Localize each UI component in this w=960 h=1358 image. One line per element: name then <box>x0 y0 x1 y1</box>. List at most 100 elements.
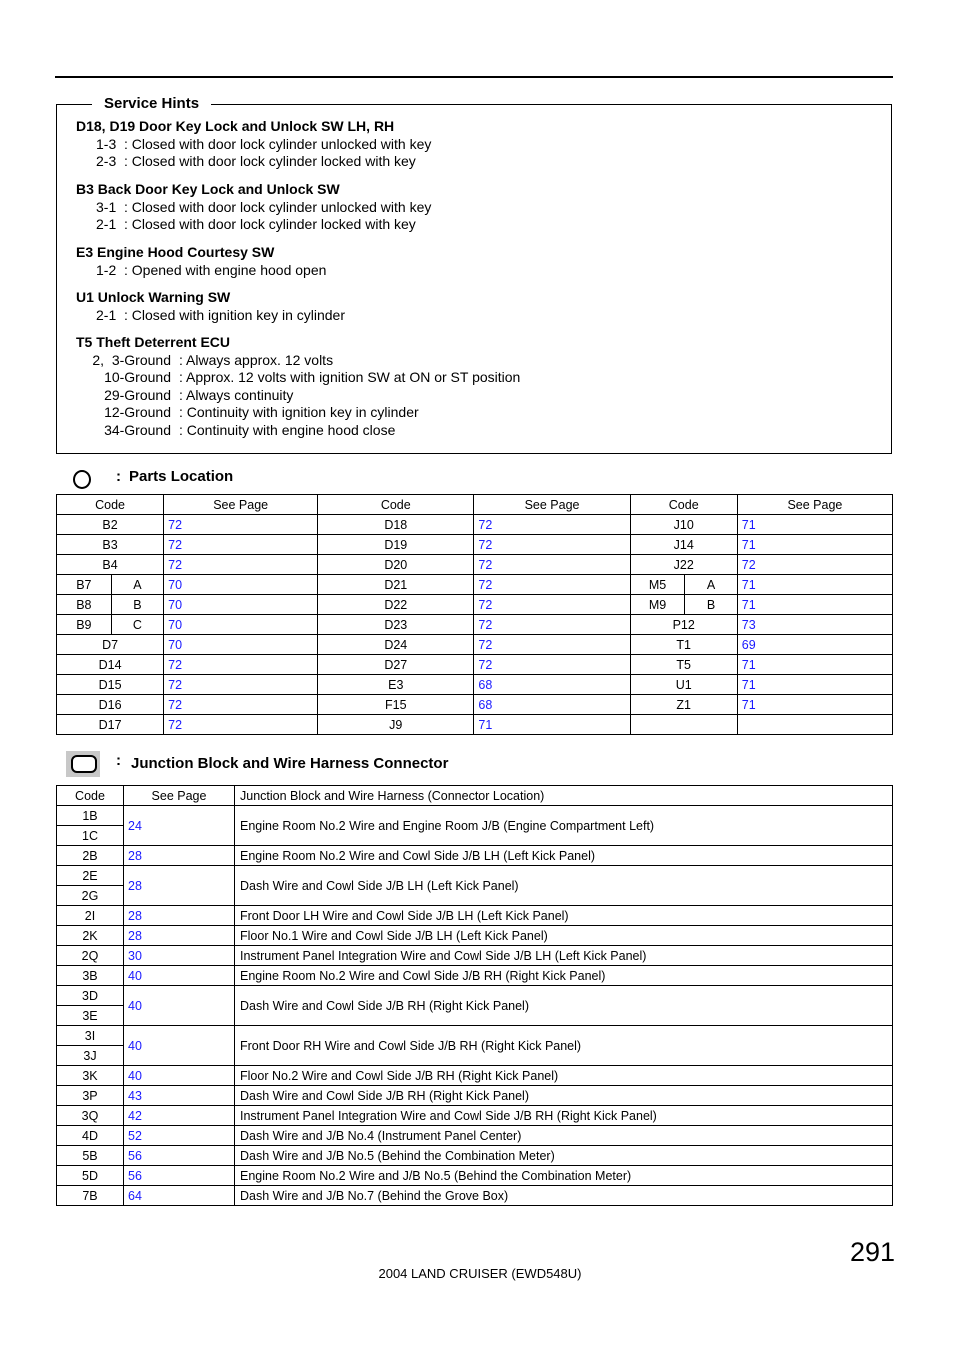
see-page-link[interactable]: 72 <box>473 574 631 595</box>
see-page-link[interactable]: 72 <box>736 554 894 575</box>
see-page-link[interactable]: 70 <box>163 594 319 615</box>
see-page-link[interactable]: 30 <box>123 945 235 966</box>
part-code: D15 <box>55 674 165 695</box>
connector-location: Front Door LH Wire and Cowl Side J/B LH … <box>234 905 893 926</box>
t5-row: 12-Ground: Continuity with ignition key … <box>76 404 520 422</box>
see-page-link[interactable]: 40 <box>123 1065 235 1086</box>
see-page-link[interactable]: 28 <box>123 905 235 926</box>
see-page-link[interactable]: 72 <box>163 714 319 735</box>
see-page-link[interactable]: 68 <box>473 694 631 715</box>
connector-location: Engine Room No.2 Wire and J/B No.5 (Behi… <box>234 1165 893 1186</box>
see-page-link[interactable]: 72 <box>163 554 319 575</box>
see-page-link[interactable]: 56 <box>123 1145 235 1166</box>
t5-terminal: 29-Ground <box>104 386 171 403</box>
see-page-link[interactable]: 24 <box>123 805 235 846</box>
part-code: E3 <box>317 674 475 695</box>
connector-code: 2K <box>56 925 124 946</box>
see-page-link[interactable]: 72 <box>473 654 631 675</box>
connector-code: 5D <box>56 1165 124 1186</box>
see-page-link[interactable]: 71 <box>736 574 894 595</box>
part-code: D24 <box>317 634 475 655</box>
see-page-link[interactable]: 68 <box>473 674 631 695</box>
see-page-link[interactable]: 70 <box>163 614 319 635</box>
part-code: Z1 <box>629 694 738 715</box>
see-page-link[interactable]: 71 <box>736 654 894 675</box>
connector-code: 2Q <box>56 945 124 966</box>
see-page-link[interactable]: 42 <box>123 1105 235 1126</box>
service-hints-box <box>56 104 892 454</box>
see-page-link[interactable]: 71 <box>736 674 894 695</box>
see-page-link[interactable]: 72 <box>473 514 631 535</box>
see-page-link[interactable]: 72 <box>163 534 319 555</box>
part-code: D17 <box>55 714 165 735</box>
hint-heading: E3 Engine Hood Courtesy SW <box>76 244 275 260</box>
see-page-link[interactable]: 71 <box>736 534 894 555</box>
see-page-link[interactable]: 71 <box>736 694 894 715</box>
see-page-link[interactable]: 72 <box>473 554 631 575</box>
see-page-link[interactable]: 70 <box>163 574 319 595</box>
connector-location: Dash Wire and Cowl Side J/B LH (Left Kic… <box>234 865 893 906</box>
part-code: D22 <box>317 594 475 615</box>
see-page-link[interactable]: 28 <box>123 845 235 866</box>
t5-condition: : Continuity with ignition key in cylind… <box>179 404 419 420</box>
part-code: T1 <box>629 634 738 655</box>
part-code: P12 <box>629 614 738 635</box>
t5-terminal: 34-Ground <box>104 421 171 438</box>
see-page-link[interactable]: 69 <box>736 634 894 655</box>
t5-row: 2, 3-Ground: Always approx. 12 volts <box>76 352 520 370</box>
see-page-link[interactable]: 71 <box>736 594 894 615</box>
part-code-suffix: B <box>110 594 165 615</box>
connector-location: Instrument Panel Integration Wire and Co… <box>234 1105 893 1126</box>
see-page-link[interactable]: 72 <box>163 654 319 675</box>
see-page-link[interactable]: 64 <box>123 1185 235 1206</box>
part-code: D19 <box>317 534 475 555</box>
t5-condition: : Always approx. 12 volts <box>179 351 334 368</box>
see-page-link[interactable]: 56 <box>123 1165 235 1186</box>
connector-location: Engine Room No.2 Wire and Cowl Side J/B … <box>234 965 893 986</box>
see-page-link[interactable]: 72 <box>163 514 319 535</box>
see-page-link[interactable]: 71 <box>473 714 631 735</box>
connector-code: 3E <box>56 1005 124 1026</box>
see-page-link[interactable]: 72 <box>473 614 631 635</box>
junction-table: Code See Page Junction Block and Wire Ha… <box>56 785 893 1206</box>
see-page-link[interactable]: 72 <box>473 594 631 615</box>
part-code: J22 <box>629 554 738 575</box>
see-page-link[interactable]: 43 <box>123 1085 235 1106</box>
see-page-link[interactable]: 52 <box>123 1125 235 1146</box>
connector-location: Floor No.1 Wire and Cowl Side J/B LH (Le… <box>234 925 893 946</box>
part-code: D14 <box>55 654 165 675</box>
see-page-link[interactable]: 40 <box>123 965 235 986</box>
see-page-link[interactable]: 73 <box>736 614 894 635</box>
see-page-link[interactable]: 28 <box>123 925 235 946</box>
connector-location: Dash Wire and J/B No.4 (Instrument Panel… <box>234 1125 893 1146</box>
connector-code: 1B <box>56 805 124 826</box>
see-page-link[interactable]: 70 <box>163 634 319 655</box>
connector-location: Dash Wire and Cowl Side J/B RH (Right Ki… <box>234 1085 893 1106</box>
header-code: Code <box>56 785 124 806</box>
see-page-link[interactable]: 71 <box>736 514 894 535</box>
connector-code: 3D <box>56 985 124 1006</box>
connector-code: 5B <box>56 1145 124 1166</box>
see-page-link[interactable]: 72 <box>473 634 631 655</box>
connector-code: 3P <box>56 1085 124 1106</box>
see-page-link[interactable] <box>736 714 894 735</box>
part-code: J14 <box>629 534 738 555</box>
see-page-link[interactable]: 72 <box>473 534 631 555</box>
see-page-link[interactable]: 72 <box>163 674 319 695</box>
see-page-link[interactable]: 72 <box>163 694 319 715</box>
part-code: D23 <box>317 614 475 635</box>
part-code: B4 <box>55 554 165 575</box>
see-page-link[interactable]: 28 <box>123 865 235 906</box>
connector-code: 2G <box>56 885 124 906</box>
see-page-link[interactable]: 40 <box>123 985 235 1026</box>
see-page-link[interactable]: 40 <box>123 1025 235 1066</box>
footer-title: 2004 LAND CRUISER (EWD548U) <box>378 1266 582 1281</box>
part-code-suffix: A <box>684 574 738 595</box>
